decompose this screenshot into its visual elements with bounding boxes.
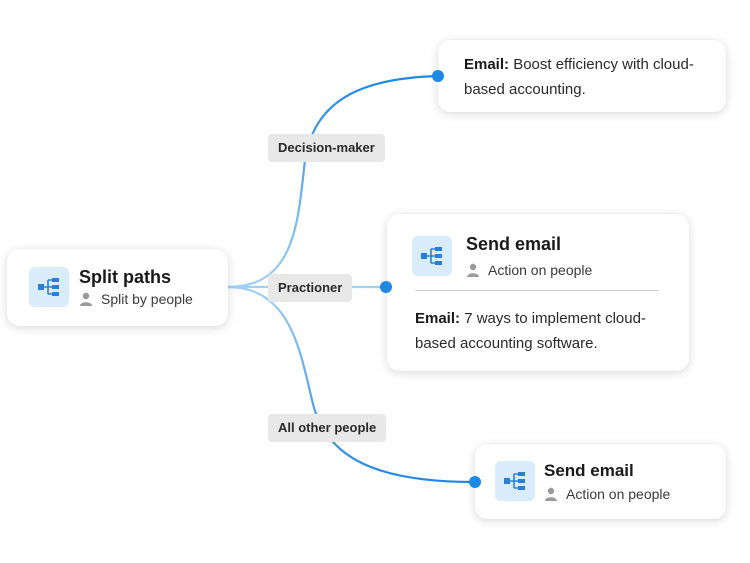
split-paths-title: Split paths xyxy=(79,267,172,287)
branch-label-decision-maker[interactable]: Decision-maker xyxy=(268,134,385,162)
connector-dot-top xyxy=(432,70,444,82)
split-paths-subtitle: Split by people xyxy=(101,291,193,307)
email-label: Email: xyxy=(415,310,461,327)
email-card-top[interactable]: Email: Boost efficiency with cloud-based… xyxy=(438,40,726,112)
split-paths-icon xyxy=(412,236,452,276)
send-email-subtitle: Action on people xyxy=(488,262,593,278)
card-divider xyxy=(415,290,659,291)
email-text: Boost efficiency with cloud-based accoun… xyxy=(464,56,694,98)
send-email-subtitle-row: Action on people xyxy=(544,486,670,502)
connector-dot-bottom xyxy=(469,476,481,488)
send-email-card-middle[interactable]: Send email Action on people Email: 7 way… xyxy=(387,214,689,371)
connector-bottom xyxy=(227,285,476,484)
send-email-title: Send email xyxy=(466,234,562,254)
person-icon xyxy=(80,292,92,306)
split-paths-subtitle-row: Split by people xyxy=(79,291,193,307)
branch-label-all-other-people[interactable]: All other people xyxy=(268,414,387,442)
email-label: Email: xyxy=(464,56,510,73)
split-paths-icon xyxy=(29,267,69,307)
split-paths-icon xyxy=(495,461,535,501)
send-email-title: Send email xyxy=(544,461,634,480)
split-paths-node[interactable]: Split paths Split by people xyxy=(7,249,228,326)
person-icon xyxy=(467,263,479,277)
person-icon xyxy=(545,487,557,501)
email-text: 7 ways to implement cloud-based accounti… xyxy=(415,310,646,352)
connector-dot-middle xyxy=(380,281,392,293)
send-email-card-bottom[interactable]: Send email Action on people xyxy=(475,444,726,519)
send-email-body: Email: 7 ways to implement cloud-based a… xyxy=(415,306,670,356)
send-email-subtitle-row: Action on people xyxy=(466,262,592,278)
branch-label-practioner[interactable]: Practioner xyxy=(268,274,353,302)
send-email-subtitle: Action on people xyxy=(566,486,671,502)
email-card-top-text: Email: Boost efficiency with cloud-based… xyxy=(464,52,714,102)
